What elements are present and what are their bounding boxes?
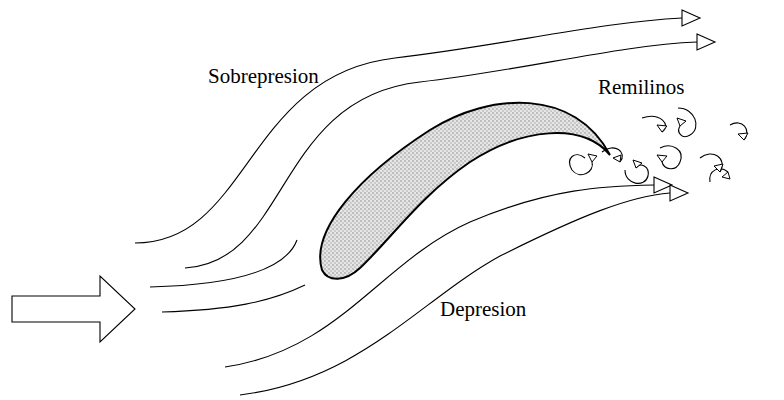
vortex-label: Remilinos [598, 76, 684, 99]
airfoil [320, 103, 610, 279]
pressure-label: Sobrepresion [208, 65, 319, 88]
vortices [570, 108, 747, 183]
suction-label: Depresion [440, 298, 526, 321]
streamlines [135, 18, 697, 395]
inflow-arrow [12, 276, 135, 342]
arrowheads [654, 10, 715, 201]
vortex-arrowheads [588, 118, 748, 179]
